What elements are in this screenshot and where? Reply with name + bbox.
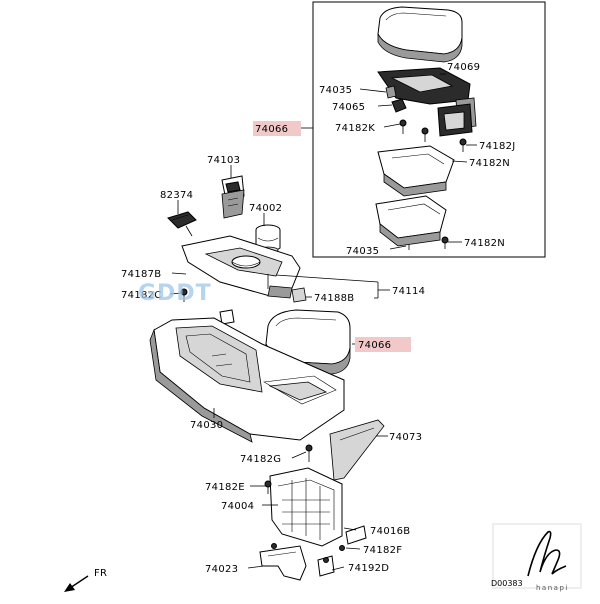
connector-part bbox=[167, 211, 197, 237]
inner-tray-part bbox=[377, 145, 455, 197]
label-74182n-a: 74182N bbox=[469, 158, 510, 169]
console-body-part bbox=[149, 317, 345, 443]
label-74030: 74030 bbox=[190, 420, 223, 431]
bracket-parts bbox=[259, 525, 367, 581]
lower-tray-part bbox=[375, 195, 447, 247]
main-leader-lines bbox=[169, 165, 390, 571]
direction-arrow-icon bbox=[69, 575, 89, 589]
label-74016b: 74016B bbox=[370, 526, 410, 537]
logo-mark-icon bbox=[527, 530, 567, 577]
brand-name: hanapi bbox=[536, 584, 569, 592]
armrest-lid-top-part bbox=[377, 6, 463, 63]
direction-label: FR bbox=[94, 568, 107, 579]
watermark-text: GDDT bbox=[138, 281, 212, 306]
label-74182k: 74182K bbox=[335, 123, 375, 134]
label-74187b: 74187B bbox=[121, 269, 161, 280]
label-74182g: 74182G bbox=[240, 454, 281, 465]
label-74002: 74002 bbox=[249, 203, 282, 214]
label-74035-bot: 74035 bbox=[346, 246, 379, 257]
brand-logo: hanapi bbox=[492, 523, 582, 592]
inset-small-parts bbox=[385, 85, 467, 250]
highlight-74066-mid bbox=[355, 337, 411, 352]
inset-leader-lines bbox=[299, 73, 477, 250]
highlight-74066-top bbox=[253, 121, 301, 136]
logo-frame bbox=[492, 523, 582, 589]
label-74103: 74103 bbox=[207, 155, 240, 166]
arrow-head-icon bbox=[64, 583, 75, 592]
side-cover-part bbox=[329, 419, 385, 481]
detail-frame bbox=[312, 1, 546, 258]
front-direction-indicator: FR bbox=[64, 568, 107, 592]
switch-panel-part bbox=[221, 175, 245, 219]
label-74192d: 74192D bbox=[348, 563, 389, 574]
clip-part bbox=[180, 287, 307, 325]
label-74004: 74004 bbox=[221, 501, 254, 512]
label-74069: 74069 bbox=[447, 62, 480, 73]
storage-box-part bbox=[264, 444, 343, 547]
hinge-bracket-part bbox=[377, 67, 477, 137]
label-74182j: 74182J bbox=[479, 141, 516, 152]
label-74182n-b: 74182N bbox=[464, 238, 505, 249]
diagram-code: D00383 bbox=[491, 579, 523, 588]
label-74066-top: 74066 bbox=[255, 124, 288, 135]
label-74188b: 74188B bbox=[314, 293, 354, 304]
label-74182c: 74182C bbox=[121, 290, 162, 301]
label-74066-mid: 74066 bbox=[358, 340, 391, 351]
label-74182e: 74182E bbox=[205, 482, 245, 493]
label-74065: 74065 bbox=[332, 102, 365, 113]
center-panel-part bbox=[181, 235, 301, 299]
label-74023: 74023 bbox=[205, 564, 238, 575]
label-74035-top: 74035 bbox=[319, 85, 352, 96]
label-74073: 74073 bbox=[389, 432, 422, 443]
label-82374: 82374 bbox=[160, 190, 193, 201]
label-74114: 74114 bbox=[392, 286, 425, 297]
label-74182f: 74182F bbox=[363, 545, 402, 556]
